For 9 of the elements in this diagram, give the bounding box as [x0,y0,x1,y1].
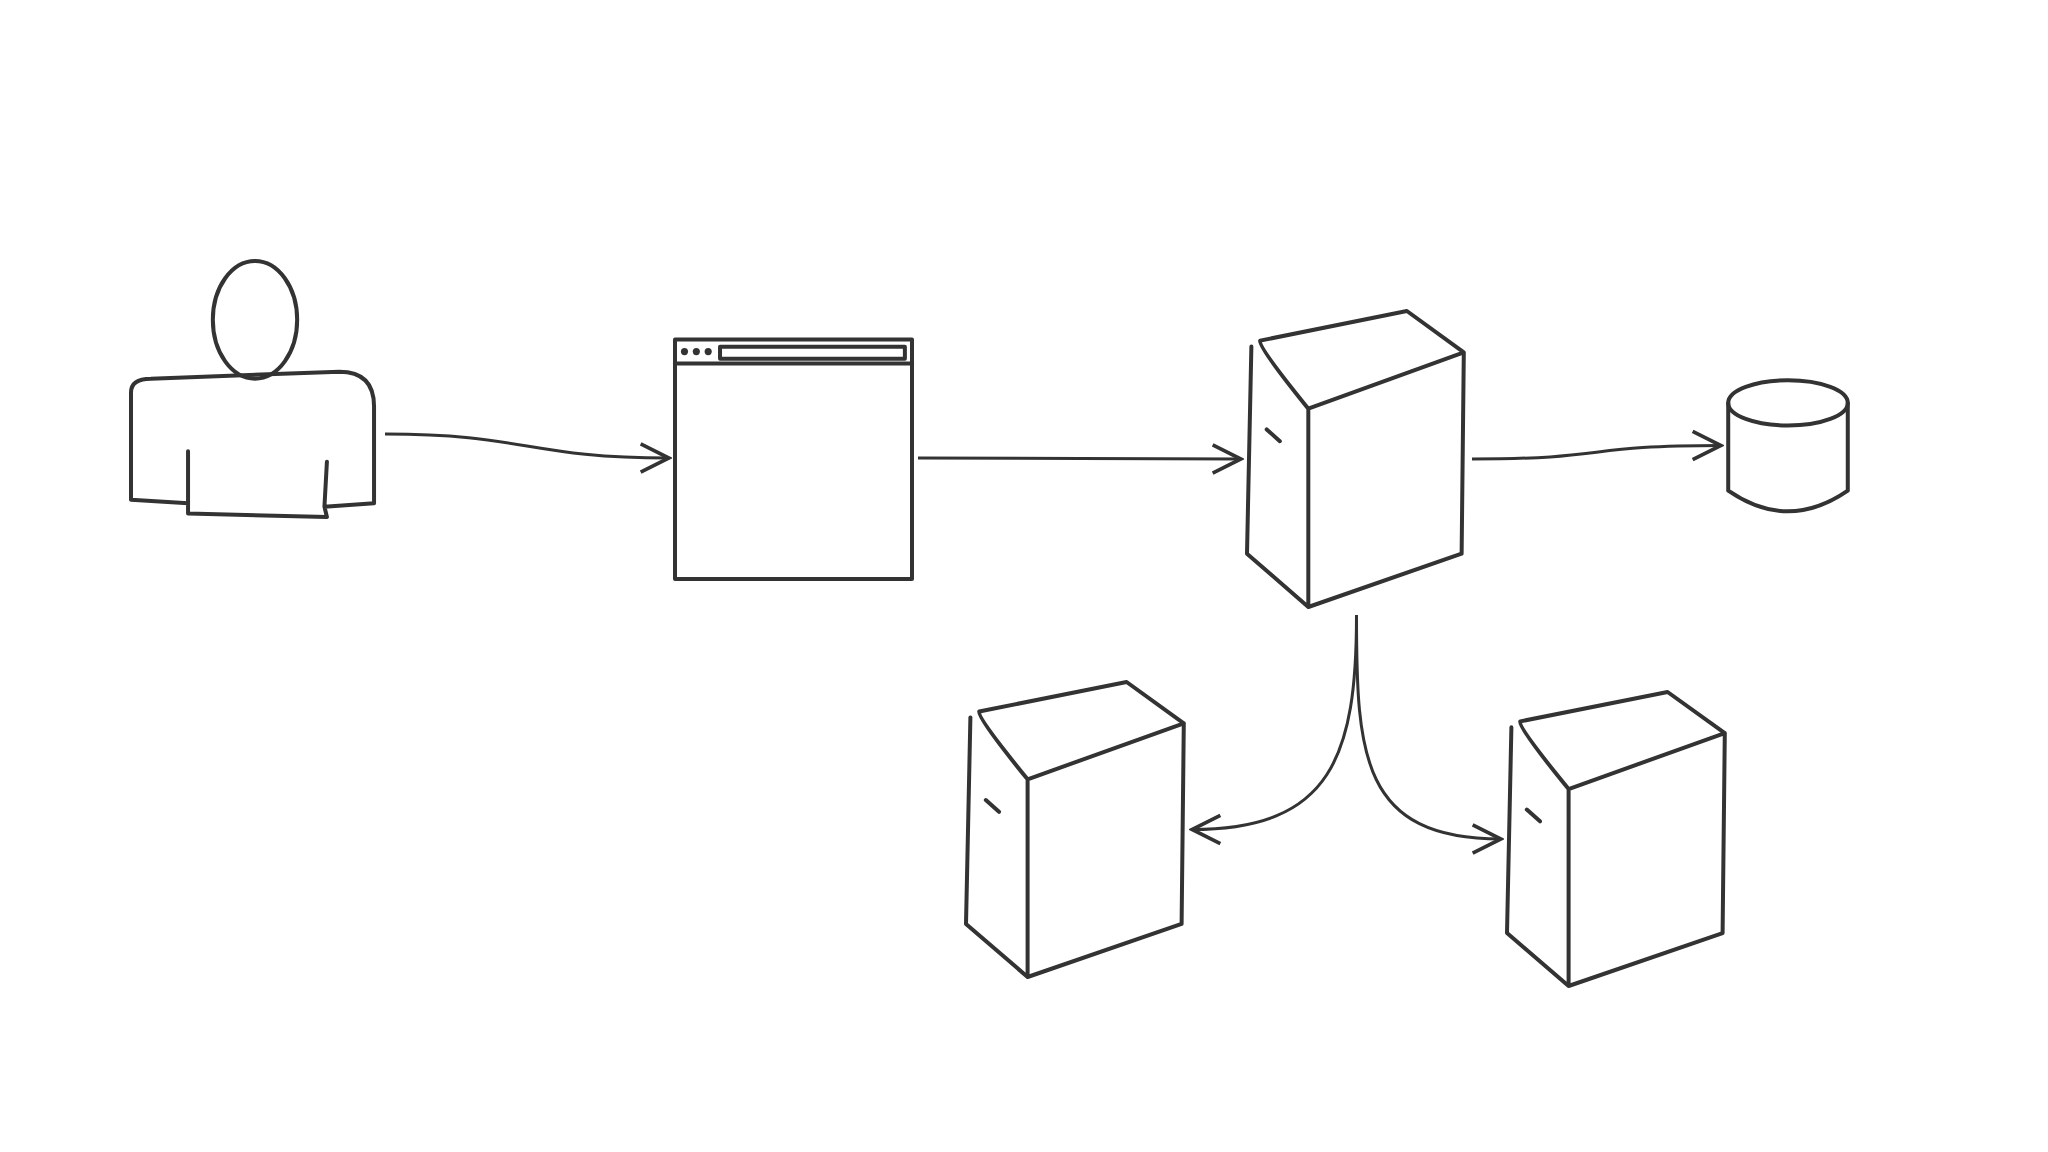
server-icon [966,682,1186,977]
server-icon [1247,311,1466,607]
arrow [1355,615,1503,854]
database-icon [1727,379,1849,512]
arrow [918,442,1243,475]
server-icon [1507,692,1727,986]
arrow [1472,429,1723,462]
arrow [385,432,671,474]
browser-window-icon [675,337,912,579]
